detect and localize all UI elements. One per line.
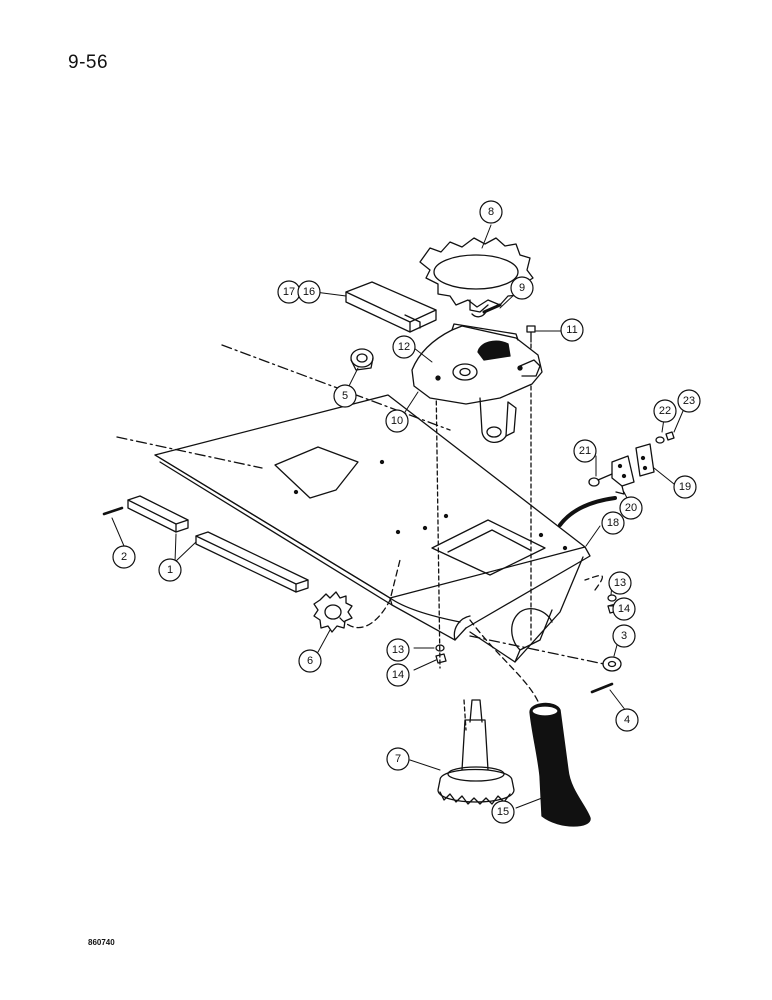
svg-text:7: 7 [395,753,401,765]
svg-text:14: 14 [618,603,630,615]
callout-2: 2 [112,545,136,569]
callout-13a: 13 [386,638,410,662]
callout-14b: 14 [612,597,636,621]
callout-19: 19 [673,475,697,499]
cotter-pin-part [590,682,614,694]
callout-6: 6 [298,649,322,673]
callout-8: 8 [479,200,503,224]
svg-text:15: 15 [497,806,509,818]
svg-text:13: 13 [614,577,626,589]
callout-10: 10 [385,409,409,433]
svg-text:4: 4 [624,714,630,726]
main-frame-part [116,344,617,663]
svg-text:10: 10 [391,415,403,427]
svg-text:16: 16 [303,286,315,298]
callout-3: 3 [612,624,636,648]
svg-text:17: 17 [283,286,295,298]
callout-15: 15 [491,800,515,824]
svg-text:2: 2 [121,551,127,563]
drawing-code: 860740 [88,938,115,947]
svg-text:6: 6 [307,655,313,667]
nut-washer-left-part [435,644,447,664]
svg-text:19: 19 [679,481,691,493]
key-bar-parts [102,495,309,593]
callout-1: 1 [158,558,182,582]
callout-13b: 13 [608,571,632,595]
svg-text:3: 3 [621,630,627,642]
svg-text:12: 12 [398,341,410,353]
bevel-gear-part [437,699,515,805]
svg-text:9: 9 [519,282,525,294]
callout-7: 7 [386,747,410,771]
bracket-group-part [588,431,675,495]
svg-text:14: 14 [392,669,404,681]
callout-bubbles: 8 9 17 16 11 12 5 10 22 23 21 19 20 18 2… [112,200,701,824]
svg-text:18: 18 [607,517,619,529]
washer-part [469,635,622,672]
callout-17: 17 [277,280,301,304]
callout-23: 23 [677,389,701,413]
callout-9: 9 [510,276,534,300]
callout-18: 18 [601,511,625,535]
rubber-boot-part [469,619,591,827]
svg-text:5: 5 [342,390,348,402]
callout-5: 5 [333,384,357,408]
svg-text:22: 22 [659,405,671,417]
callout-11: 11 [560,318,584,342]
svg-text:21: 21 [579,445,591,457]
callout-21: 21 [573,439,597,463]
sprocket-wheel-part [419,237,534,318]
svg-text:23: 23 [683,395,695,407]
callout-16: 16 [297,280,321,304]
gear-housing-part [411,323,543,443]
callout-12: 12 [392,335,416,359]
callout-14a: 14 [386,663,410,687]
svg-text:1: 1 [167,564,173,576]
svg-text:20: 20 [625,502,637,514]
callout-22: 22 [653,399,677,423]
callout-20: 20 [619,496,643,520]
wear-block-part [345,281,437,333]
roll-pin-part [482,303,502,314]
svg-text:11: 11 [566,324,577,336]
svg-text:13: 13 [392,644,404,656]
page-number: 9-56 [68,52,109,73]
callout-4: 4 [615,708,639,732]
svg-text:8: 8 [488,206,494,218]
bolt-part [526,325,536,641]
bushing-part [350,348,374,371]
small-gear-part [313,559,401,633]
